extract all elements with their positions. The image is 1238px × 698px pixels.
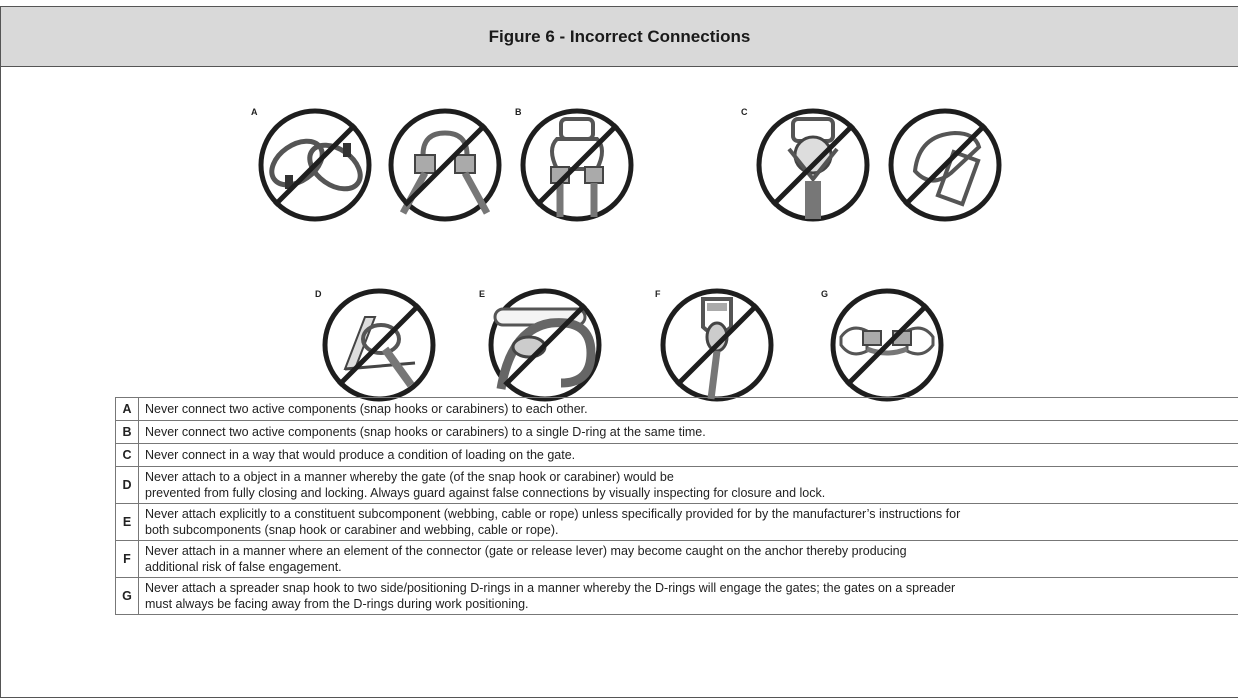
legend-key: A bbox=[115, 397, 139, 421]
legend-row-b: B Never connect two active components (s… bbox=[115, 420, 1238, 444]
legend-row-d: D Never attach to a object in a manner w… bbox=[115, 466, 1238, 504]
panel-letter-f: F bbox=[655, 289, 661, 299]
legend-row-f: F Never attach in a manner where an elem… bbox=[115, 540, 1238, 578]
legend-description: Never attach explicitly to a constituent… bbox=[138, 503, 1238, 541]
legend-description: Never attach to a object in a manner whe… bbox=[138, 466, 1238, 504]
illustration-area: A B C D E F G bbox=[1, 67, 1238, 402]
figure-title: Figure 6 - Incorrect Connections bbox=[488, 26, 751, 46]
legend-key: D bbox=[115, 466, 139, 504]
legend-line: Never connect in a way that would produc… bbox=[145, 448, 576, 462]
legend-line: both subcomponents (snap hook or carabin… bbox=[145, 523, 559, 537]
legend-key: B bbox=[115, 420, 139, 444]
legend-key: C bbox=[115, 443, 139, 467]
legend-description: Never attach a spreader snap hook to two… bbox=[138, 577, 1238, 615]
legend-description: Never connect two active components (sna… bbox=[138, 420, 1238, 444]
legend-key: E bbox=[115, 503, 139, 541]
legend-line: Never attach explicitly to a constituent… bbox=[145, 507, 961, 521]
panel-letter-a: A bbox=[251, 107, 258, 117]
legend-line: Never attach a spreader snap hook to two… bbox=[145, 581, 956, 595]
legend-line: Never connect two active components (sna… bbox=[145, 402, 588, 416]
legend-line: Never attach in a manner where an elemen… bbox=[145, 544, 907, 558]
legend-description: Never connect in a way that would produc… bbox=[138, 443, 1238, 467]
legend-line: Never attach to a object in a manner whe… bbox=[145, 470, 674, 484]
panel-letter-e: E bbox=[479, 289, 486, 299]
panel-letter-c: C bbox=[741, 107, 748, 117]
legend-row-e: E Never attach explicitly to a constitue… bbox=[115, 503, 1238, 541]
figure-b-d-ring bbox=[520, 108, 634, 222]
panel-letter-d: D bbox=[315, 289, 322, 299]
legend-line: Never connect two active components (sna… bbox=[145, 425, 706, 439]
figure-e-webbing bbox=[488, 288, 602, 402]
legend-row-a: A Never connect two active components (s… bbox=[115, 397, 1238, 421]
panel-letter-g: G bbox=[821, 289, 829, 299]
legend-table: A Never connect two active components (s… bbox=[115, 397, 1238, 615]
figure-a-carabiners bbox=[258, 108, 372, 222]
legend-line: must always be facing away from the D-ri… bbox=[145, 597, 529, 611]
legend-line: additional risk of false engagement. bbox=[145, 560, 342, 574]
figure-d-obstructed-gate bbox=[322, 288, 436, 402]
figure-frame: Figure 6 - Incorrect Connections A B C D… bbox=[0, 6, 1238, 698]
legend-row-c: C Never connect in a way that would prod… bbox=[115, 443, 1238, 467]
legend-description: Never connect two active components (sna… bbox=[138, 397, 1238, 421]
legend-key: G bbox=[115, 577, 139, 615]
figure-header: Figure 6 - Incorrect Connections bbox=[1, 7, 1238, 67]
figure-a-snap-hooks bbox=[388, 108, 502, 222]
figure-f-caught-anchor bbox=[660, 288, 774, 402]
legend-line: prevented from fully closing and locking… bbox=[145, 486, 826, 500]
legend-description: Never attach in a manner where an elemen… bbox=[138, 540, 1238, 578]
panel-letter-b: B bbox=[515, 107, 522, 117]
legend-key: F bbox=[115, 540, 139, 578]
figure-c-hook-gate bbox=[888, 108, 1002, 222]
figure-g-spreader bbox=[830, 288, 944, 402]
legend-row-g: G Never attach a spreader snap hook to t… bbox=[115, 577, 1238, 615]
figure-c-gate-loading bbox=[756, 108, 870, 222]
